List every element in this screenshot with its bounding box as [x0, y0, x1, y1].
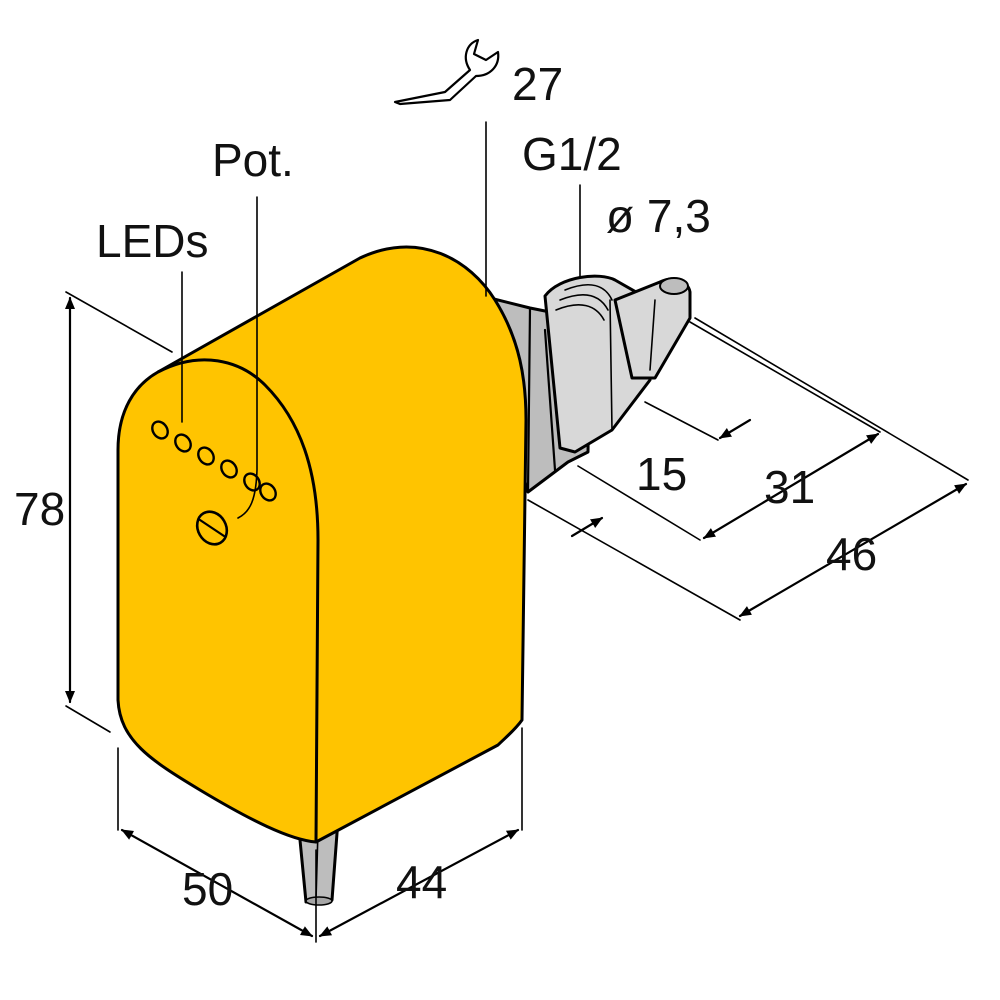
- led-1: [151, 420, 169, 440]
- leader-pot: [237, 196, 258, 519]
- label-thread: G1/2: [522, 128, 622, 180]
- label-dim-31: 31: [764, 461, 815, 513]
- led-row: [151, 420, 277, 502]
- label-depth: 44: [396, 856, 447, 908]
- dim-line-44: [318, 828, 520, 938]
- dim-line-50: [120, 828, 314, 938]
- sensor-housing: [116, 245, 528, 844]
- label-pot: Pot.: [212, 134, 294, 186]
- dim-line-15a: [718, 418, 752, 440]
- label-probe-diameter: ø 7,3: [606, 190, 711, 242]
- led-3: [197, 446, 215, 466]
- label-leds: LEDs: [96, 215, 208, 267]
- wrench-icon: [393, 38, 500, 106]
- labels: 27 G1/2 ø 7,3 Pot. LEDs 78 50 44 15 31 4…: [14, 58, 877, 915]
- leader-lines: [181, 121, 581, 519]
- led-6: [259, 482, 277, 502]
- label-wrench-size: 27: [512, 58, 563, 110]
- dimension-lines: [65, 291, 969, 943]
- label-dim-15: 15: [636, 448, 687, 500]
- led-4: [220, 459, 238, 479]
- label-width: 50: [182, 863, 233, 915]
- dim-line-15b: [570, 516, 604, 538]
- housing-front: [116, 358, 320, 844]
- dim-line-46: [738, 482, 968, 618]
- potentiometer-icon: [195, 510, 229, 546]
- label-height: 78: [14, 483, 65, 535]
- led-2: [174, 433, 192, 453]
- label-dim-46: 46: [826, 528, 877, 580]
